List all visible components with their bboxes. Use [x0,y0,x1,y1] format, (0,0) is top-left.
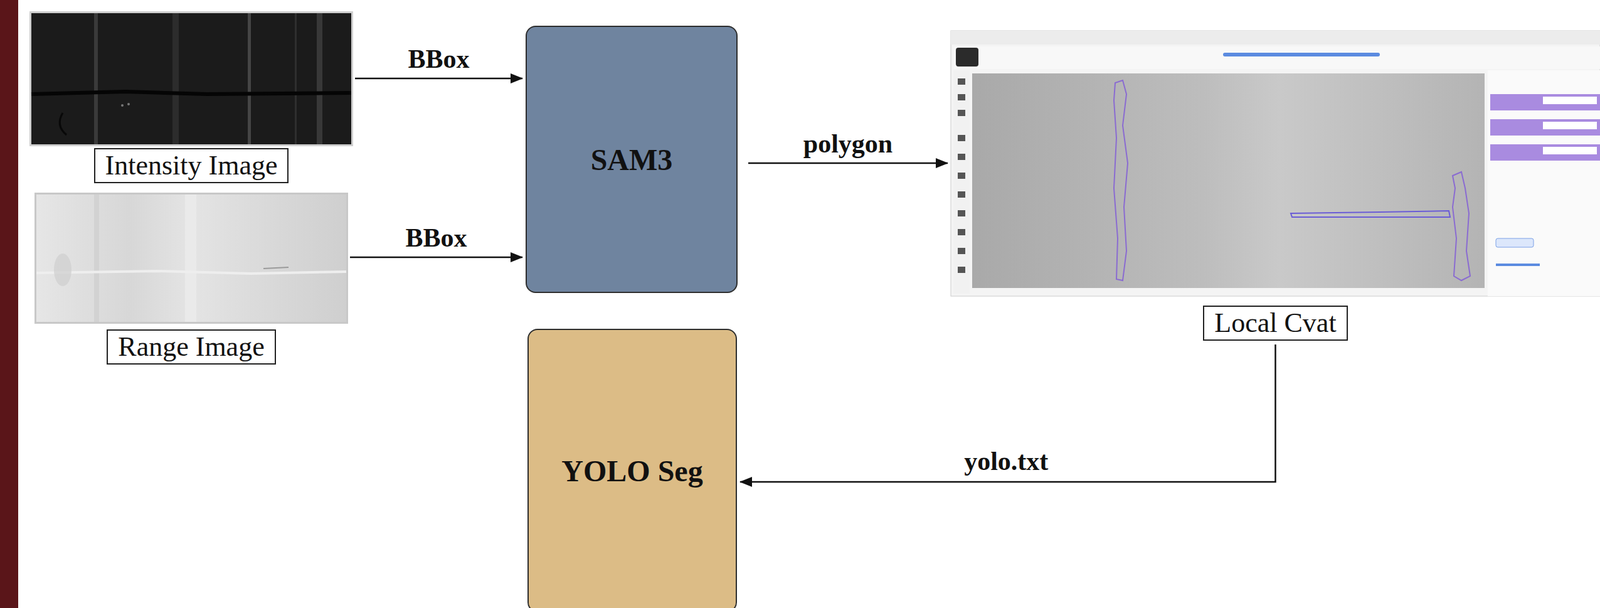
edge-label: yolo.txt [961,446,1051,476]
image-panel: Intensity Image [30,12,352,184]
process-box: YOLO Seg [527,328,737,608]
tool-panel: Local Cvat [950,30,1600,341]
caption-label: Intensity Image [94,148,290,184]
caption-label: Range Image [106,329,276,365]
box-title: SAM3 [590,142,673,177]
box-title: YOLO Seg [561,453,703,488]
edge-label: BBox [402,223,470,253]
flow-arrow [740,344,1276,482]
image-panel: Range Image [35,193,347,365]
process-box: SAM3 [525,25,738,293]
flow-arrow [349,256,523,259]
edge-label: BBox [405,44,472,74]
side-strip [0,0,19,608]
intensity-image [29,11,354,147]
flow-arrow [748,162,948,165]
cvat-screenshot [950,30,1600,297]
edge-label: polygon [800,129,896,159]
caption-label: Local Cvat [1202,305,1348,341]
range-image [34,192,349,324]
flow-arrow [354,77,523,80]
